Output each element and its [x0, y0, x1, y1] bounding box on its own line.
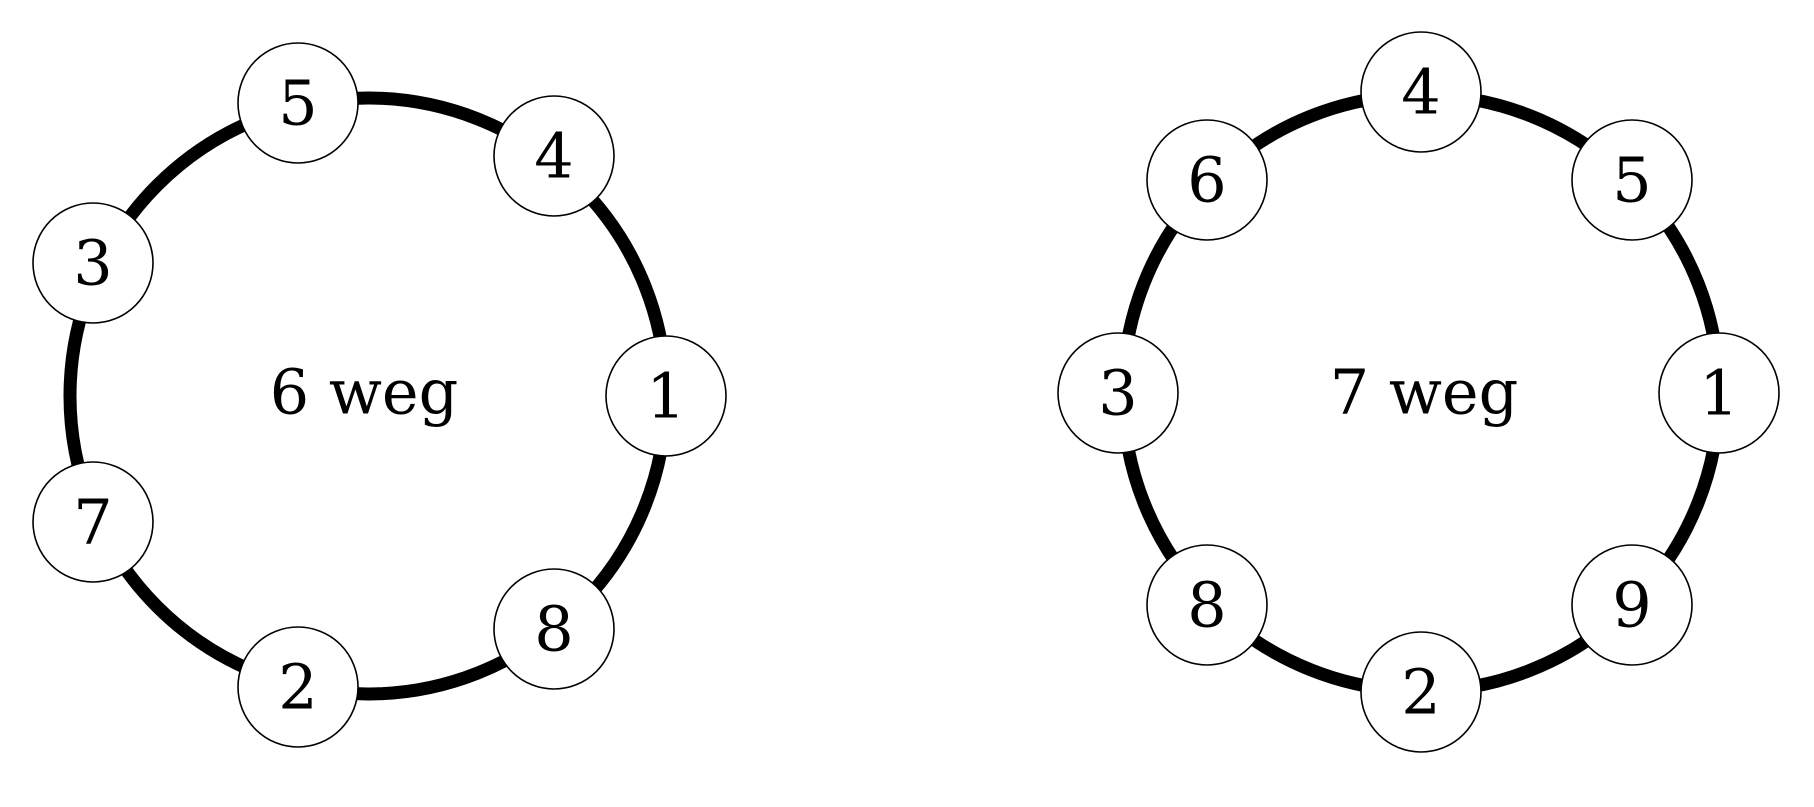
node-5: 5 [1571, 119, 1693, 241]
node-9: 9 [1571, 544, 1693, 666]
node-4: 4 [493, 95, 615, 217]
node-label: 9 [1612, 569, 1651, 642]
node-label: 8 [534, 593, 573, 666]
node-5: 5 [237, 42, 359, 164]
ring-diagram-right: 1 9 2 8 3 6 4 5 7 weg [1057, 31, 1780, 753]
node-label: 5 [278, 67, 317, 140]
node-label: 4 [534, 120, 573, 193]
node-8: 8 [1146, 544, 1268, 666]
node-label: 2 [278, 651, 317, 724]
node-label: 4 [1401, 56, 1440, 129]
node-label: 8 [1187, 569, 1226, 642]
node-label: 5 [1612, 144, 1651, 217]
node-label: 6 [1187, 144, 1226, 217]
node-4: 4 [1360, 31, 1482, 153]
node-label: 2 [1401, 656, 1440, 729]
node-label: 7 [73, 486, 112, 559]
node-6: 6 [1146, 119, 1268, 241]
node-label: 3 [73, 227, 112, 300]
center-label-right: 7 weg [1330, 356, 1519, 429]
node-3: 3 [32, 202, 154, 324]
node-1: 1 [1658, 332, 1780, 454]
node-7: 7 [32, 461, 154, 583]
center-label-left: 6 weg [270, 356, 459, 429]
node-label: 1 [1699, 357, 1738, 430]
node-1: 1 [605, 335, 727, 457]
node-3: 3 [1057, 332, 1179, 454]
node-8: 8 [493, 568, 615, 690]
node-2: 2 [237, 626, 359, 748]
node-label: 1 [646, 360, 685, 433]
ring-diagram-left: 1 8 2 7 3 5 4 6 weg [32, 42, 727, 748]
node-2: 2 [1360, 631, 1482, 753]
node-label: 3 [1098, 357, 1137, 430]
